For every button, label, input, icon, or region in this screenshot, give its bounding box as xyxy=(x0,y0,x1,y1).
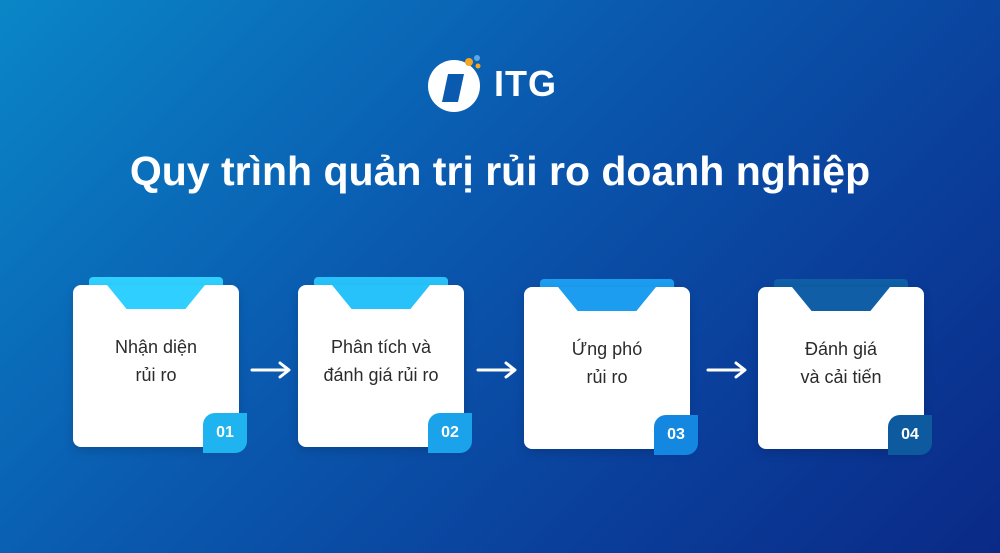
step-label-2: Phân tích và đánh giá rủi ro xyxy=(323,337,439,385)
step-card-body-3: Ứng phó rủi ro 03 xyxy=(524,287,698,455)
step-label-1: Nhận diện rủi ro xyxy=(114,337,198,385)
step-notch-2 xyxy=(332,285,430,309)
brand-name: ITG xyxy=(494,63,557,104)
step-card-4: Đánh giá và cải tiến 04 xyxy=(758,279,932,455)
step-card-body-2: Phân tích và đánh giá rủi ro 02 xyxy=(298,285,472,453)
step-card-1: Nhận diện rủi ro 01 xyxy=(73,277,247,453)
itg-logo: ITG xyxy=(424,52,557,116)
step-number-badge-3: 03 xyxy=(654,415,698,455)
step-number-badge-2: 02 xyxy=(428,413,472,453)
arrow-right-icon xyxy=(476,361,517,379)
step-card-body-1: Nhận diện rủi ro 01 xyxy=(73,285,247,453)
step-card-3: Ứng phó rủi ro 03 xyxy=(524,279,698,455)
step-card-body-4: Đánh giá và cải tiến 04 xyxy=(758,287,932,455)
step-card-2: Phân tích và đánh giá rủi ro 02 xyxy=(298,277,472,453)
step-notch-3 xyxy=(558,287,656,311)
step-number-badge-4: 04 xyxy=(888,415,932,455)
step-notch-4 xyxy=(792,287,890,311)
page-title: Quy trình quản trị rủi ro doanh nghiệp xyxy=(129,148,871,194)
arrow-right-icon xyxy=(706,361,747,379)
step-label-3: Ứng phó rủi ro xyxy=(571,339,643,387)
arrow-right-icon xyxy=(250,361,291,379)
itg-logo-mark xyxy=(424,52,488,116)
step-label-4: Đánh giá và cải tiến xyxy=(800,339,882,387)
step-notch-1 xyxy=(107,285,205,309)
step-number-badge-1: 01 xyxy=(203,413,247,453)
